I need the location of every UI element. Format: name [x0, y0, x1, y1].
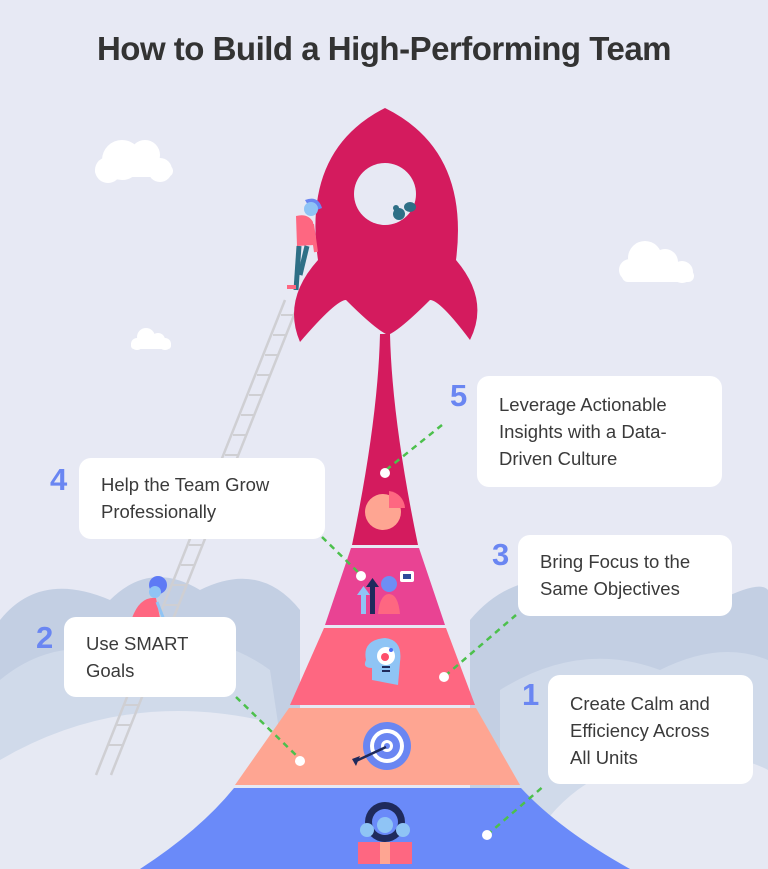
- connectors: [235, 424, 546, 836]
- cloud-icon: [619, 241, 694, 283]
- growth-person-icon: [357, 571, 414, 614]
- step-text-1: Create Calm and Efficiency Across All Un…: [570, 693, 710, 768]
- step-text-2: Use SMART Goals: [86, 633, 189, 681]
- step-number-2: 2: [36, 620, 54, 655]
- tier-5: [352, 334, 418, 545]
- rocket-window: [354, 163, 416, 225]
- team-gear-icon: [358, 802, 412, 864]
- step-text-3: Bring Focus to the Same Objectives: [540, 551, 691, 599]
- step-number-4: 4: [50, 462, 68, 497]
- step-card-4: Help the Team Grow Professionally: [79, 458, 325, 539]
- head-lightbulb-icon: [364, 638, 401, 685]
- step-card-5: Leverage Actionable Insights with a Data…: [477, 376, 722, 487]
- squirrel-icon: [393, 202, 416, 220]
- pie-chart-icon: [365, 491, 405, 530]
- step-number-5: 5: [450, 378, 468, 413]
- step-card-2: Use SMART Goals: [64, 617, 236, 697]
- cloud-icon: [131, 328, 171, 350]
- climber-top-person: [287, 198, 322, 291]
- connector-dots: [295, 468, 492, 840]
- step-number-1: 1: [522, 677, 540, 712]
- target-arrow-icon: [352, 722, 411, 770]
- page-title: How to Build a High-Performing Team: [96, 30, 672, 67]
- cloud-icon: [95, 140, 173, 183]
- step-card-1: Create Calm and Efficiency Across All Un…: [548, 675, 753, 784]
- step-text-4: Help the Team Grow Professionally: [101, 474, 270, 522]
- step-number-3: 3: [492, 537, 510, 572]
- step-text-5: Leverage Actionable Insights with a Data…: [499, 394, 667, 469]
- step-card-3: Bring Focus to the Same Objectives: [518, 535, 732, 616]
- rocket: [294, 108, 478, 342]
